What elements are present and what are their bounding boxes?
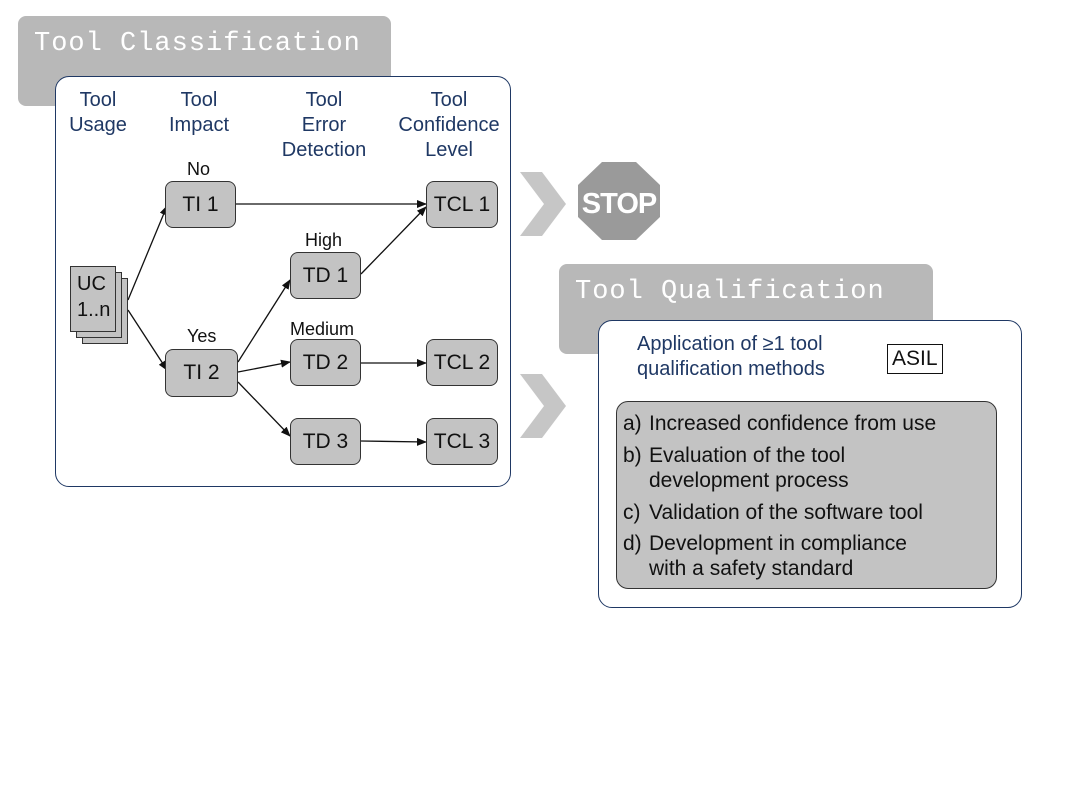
edge-label-high: High xyxy=(305,230,343,250)
node-ti1: TI 1 xyxy=(165,181,236,228)
chevron-to-stop xyxy=(520,172,566,236)
node-td1: TD 1 xyxy=(290,252,361,299)
method-b: b) Evaluation of the tool development pr… xyxy=(623,444,849,492)
qualification-methods-box: a) Increased confidence from use b) Eval… xyxy=(616,401,997,589)
header-tool-impact: Tool Impact xyxy=(168,89,230,136)
tool-classification-title: Tool Classification xyxy=(34,29,361,59)
edge-label-medium: Medium xyxy=(290,319,355,339)
usage-case-label: UC 1..n xyxy=(77,273,111,321)
header-tool-error-detection: Tool Error Detection xyxy=(281,89,367,161)
chevron-to-qualification xyxy=(520,374,566,438)
node-td3: TD 3 xyxy=(290,418,361,465)
node-tcl1: TCL 1 xyxy=(426,181,498,228)
method-d: d) Development in compliance with a safe… xyxy=(623,532,907,580)
edge-label-yes: Yes xyxy=(187,326,217,346)
header-tool-usage: Tool Usage xyxy=(69,89,127,136)
node-tcl3: TCL 3 xyxy=(426,418,498,465)
node-td2: TD 2 xyxy=(290,339,361,386)
doc-sheet-front: UC 1..n xyxy=(70,266,116,332)
header-tool-confidence-level: Tool Confidence Level xyxy=(398,89,500,161)
edge-label-no: No xyxy=(187,159,211,179)
stop-sign-label: STOP xyxy=(582,188,657,220)
qualification-intro: Application of ≥1 tool qualification met… xyxy=(637,333,825,380)
asil-label: ASIL xyxy=(887,344,943,374)
method-c: c) Validation of the software tool xyxy=(623,501,923,524)
stop-sign: STOP xyxy=(578,162,660,240)
node-tcl2: TCL 2 xyxy=(426,339,498,386)
method-a: a) Increased confidence from use xyxy=(623,412,937,435)
tool-qualification-title: Tool Qualification xyxy=(575,277,885,307)
usage-case-stack: UC 1..n xyxy=(70,266,132,346)
node-ti2: TI 2 xyxy=(165,349,238,397)
